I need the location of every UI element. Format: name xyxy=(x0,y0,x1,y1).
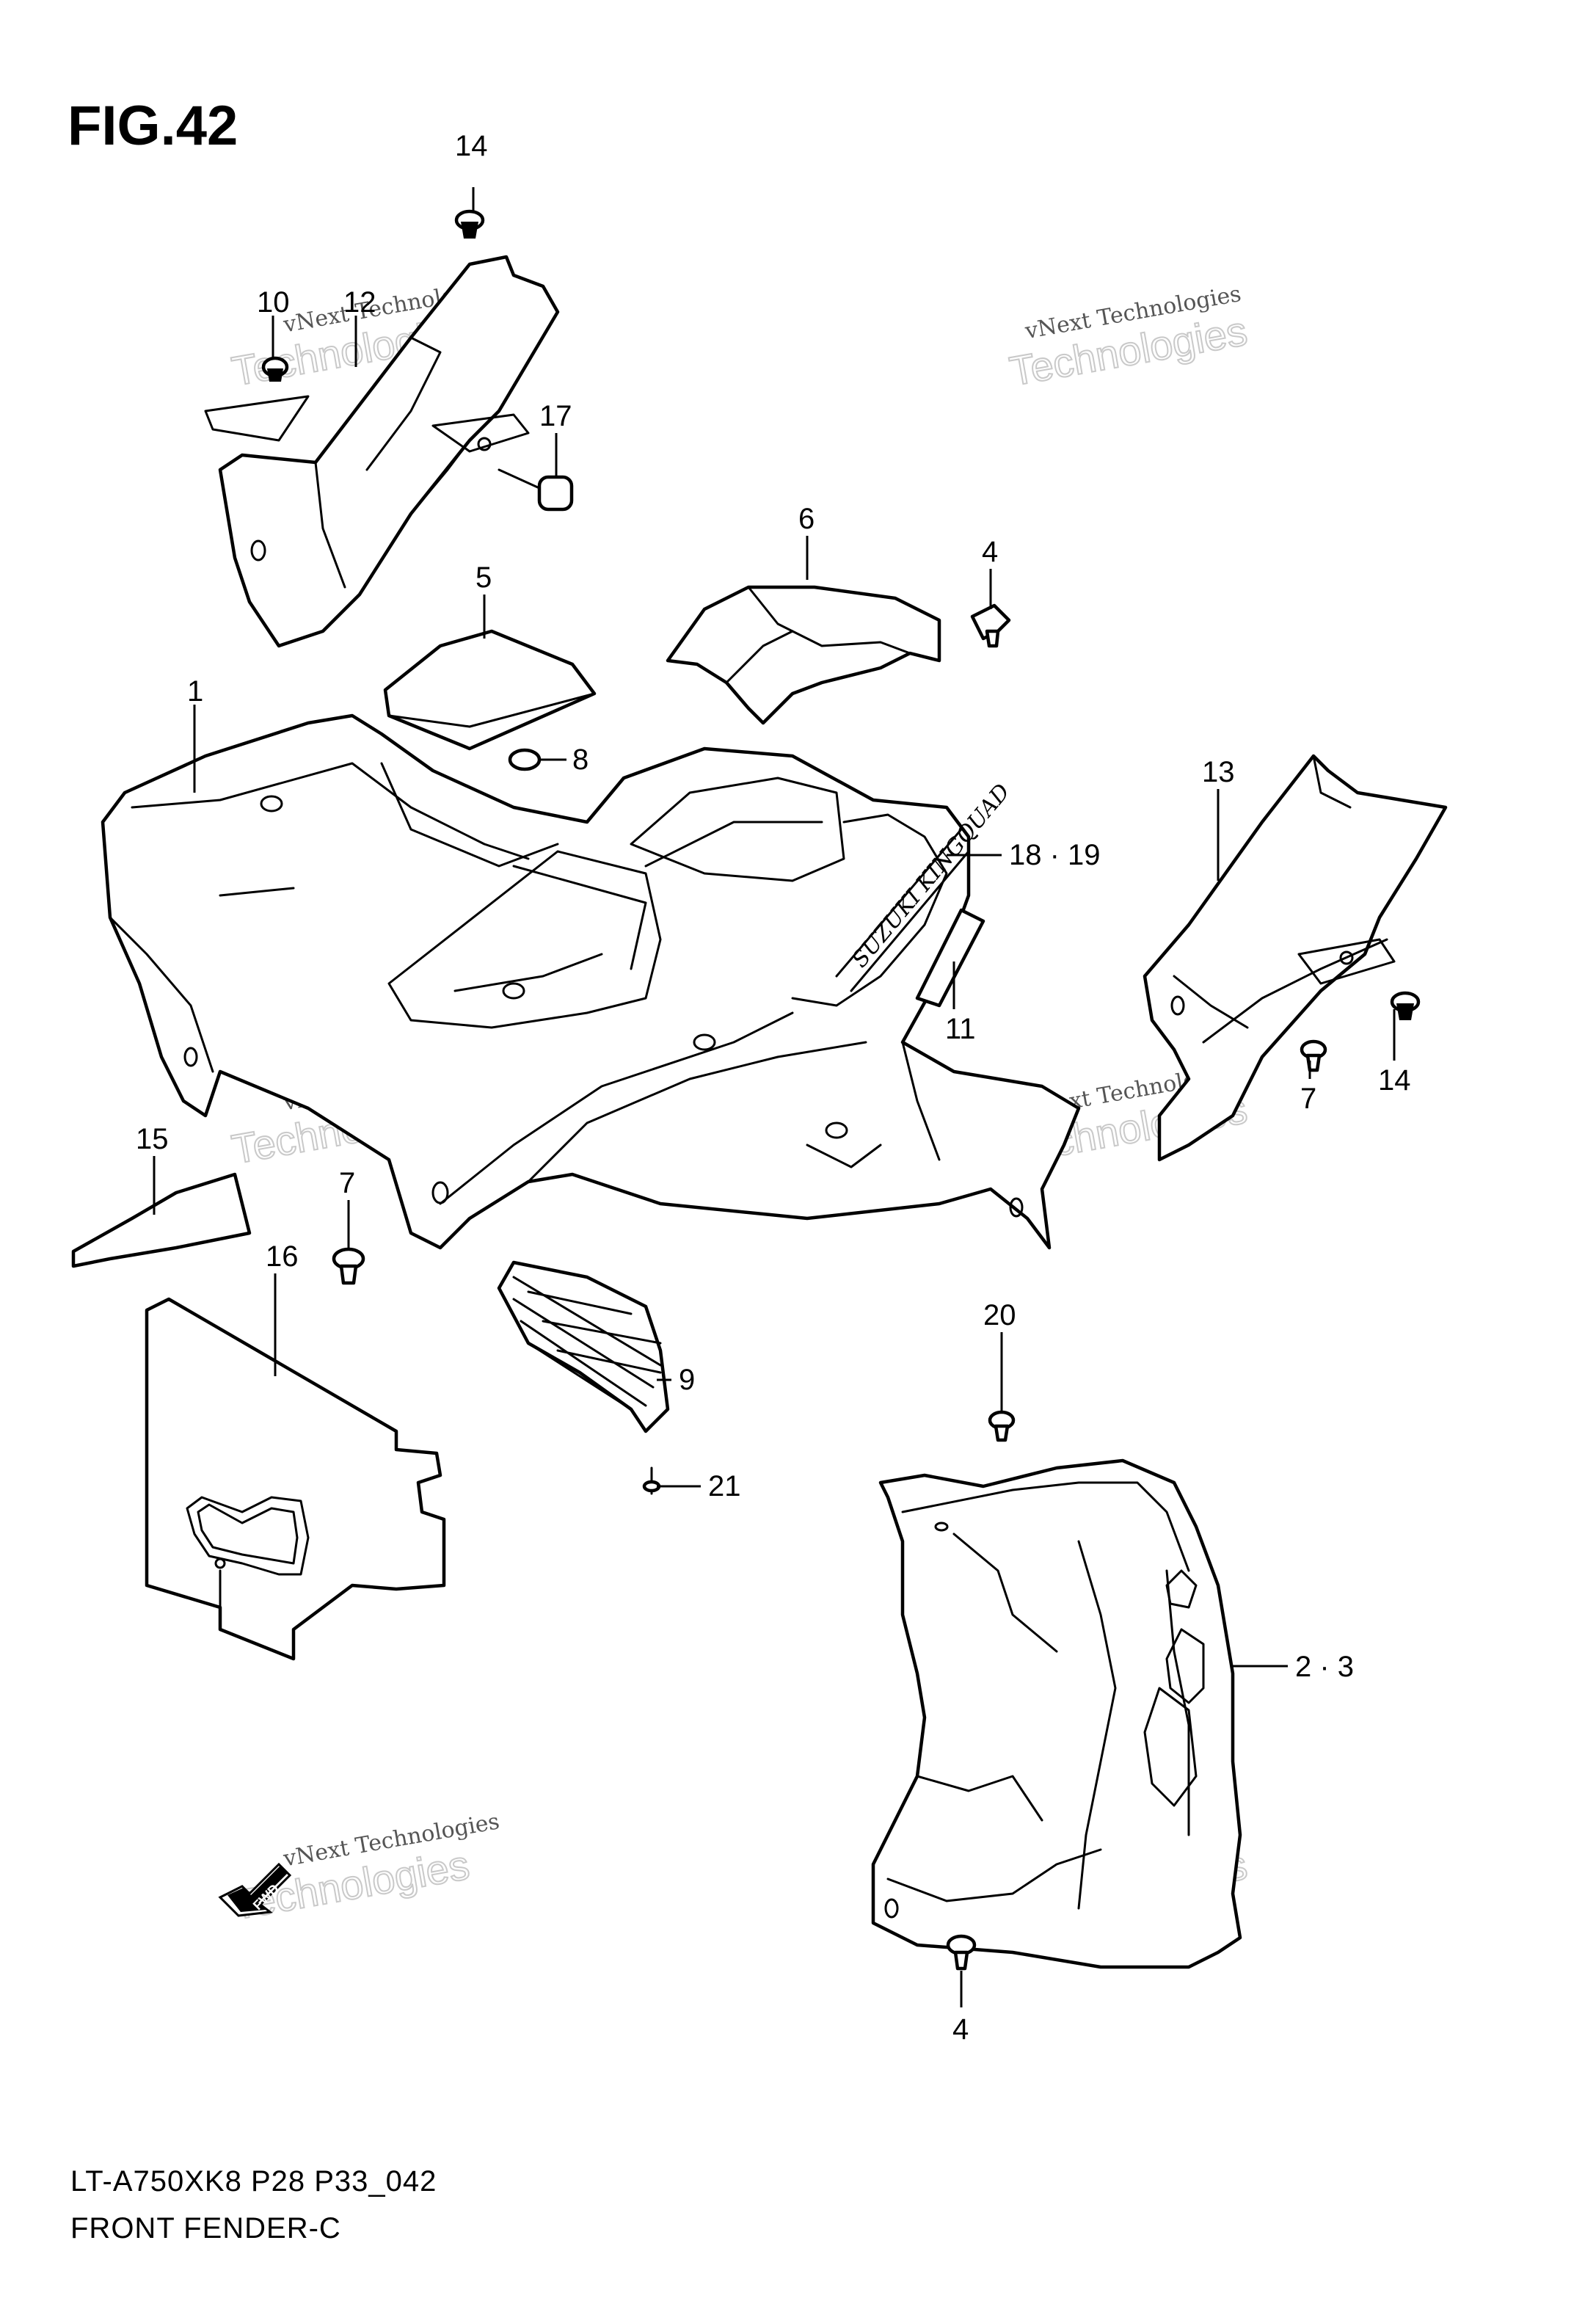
figure-title: FIG.42 xyxy=(68,95,238,157)
caption-model: LT-A750XK8 P28 P33_042 xyxy=(70,2165,437,2198)
part-6-inner-cover xyxy=(666,585,941,725)
callout-7: 7 xyxy=(339,1167,355,1199)
callout-5: 5 xyxy=(475,561,492,594)
callout-21: 21 xyxy=(708,1470,741,1502)
part-14-clip-right xyxy=(1390,991,1421,1020)
callout-1: 1 xyxy=(187,675,203,708)
callout-14: 14 xyxy=(455,130,488,162)
part-4-screw-top xyxy=(970,603,1011,648)
part-16-under-cover xyxy=(145,1297,446,1661)
part-2-3-inner-fender xyxy=(871,1458,1242,1969)
callout-20: 20 xyxy=(983,1299,1016,1331)
callout-8: 8 xyxy=(572,744,589,776)
callout-7: 7 xyxy=(1300,1083,1316,1115)
callout-17: 17 xyxy=(539,400,572,432)
callout-2-3: 2 · 3 xyxy=(1295,1651,1354,1683)
watermark: vNext Technologies Technologies xyxy=(1005,281,1251,395)
part-13-right-inner-panel xyxy=(1143,754,1448,1162)
callout-11: 11 xyxy=(945,1013,976,1045)
part-10-clip xyxy=(261,356,289,382)
part-17-cushion xyxy=(431,413,574,512)
part-1-front-fender xyxy=(101,713,1081,1250)
part-5-cover-pad xyxy=(383,629,597,751)
callout-15: 15 xyxy=(136,1123,169,1155)
callout-14: 14 xyxy=(1378,1064,1411,1097)
callouts: 14 10 12 17 5 6 4 8 1 18 · 19 11 13 14 7… xyxy=(136,130,1411,2046)
callout-4: 4 xyxy=(952,2013,969,2046)
part-8-grommet xyxy=(508,748,542,771)
callout-12: 12 xyxy=(343,286,376,319)
callout-13: 13 xyxy=(1202,756,1235,788)
part-11-strip xyxy=(915,908,985,1008)
leader-lines xyxy=(153,187,1396,2007)
callout-9: 9 xyxy=(679,1364,695,1396)
part-15-bracket xyxy=(71,1172,252,1268)
part-14-clip-top xyxy=(454,209,485,239)
part-9-mesh-screen xyxy=(497,1260,670,1433)
callout-16: 16 xyxy=(266,1240,299,1273)
part-21-screw xyxy=(642,1466,661,1495)
part-12-left-inner-panel xyxy=(204,255,560,648)
callout-4: 4 xyxy=(982,536,998,568)
part-20-screw xyxy=(988,1410,1016,1442)
part-7-screw-right xyxy=(1300,1039,1327,1072)
callout-18-19: 18 · 19 xyxy=(1009,839,1101,871)
caption-name: FRONT FENDER-C xyxy=(70,2212,341,2244)
fwd-direction-arrow: FWD xyxy=(218,1862,292,1917)
part-4-screw-bottom xyxy=(946,1934,977,1971)
callout-6: 6 xyxy=(798,503,815,535)
part-7-screw-left xyxy=(332,1247,365,1285)
callout-10: 10 xyxy=(257,286,290,319)
